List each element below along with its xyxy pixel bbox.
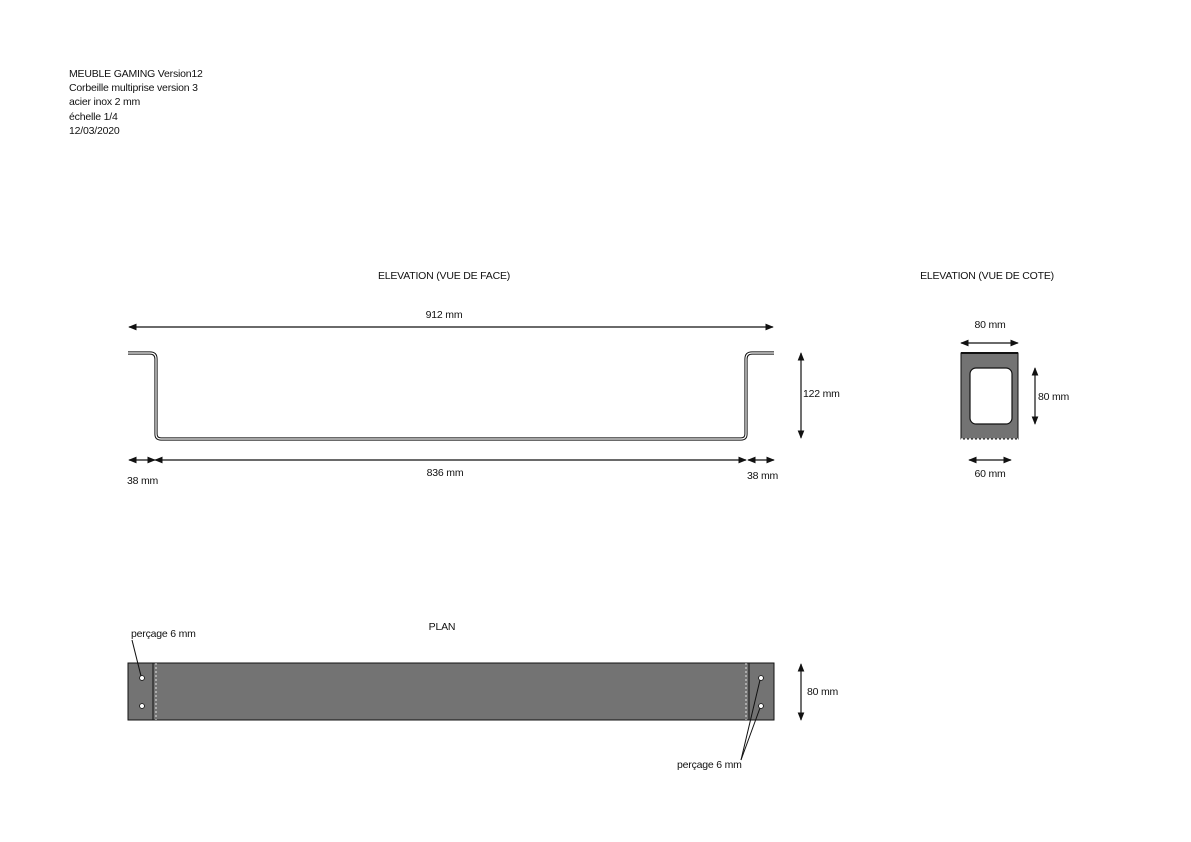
label-overall-width: 912 mm (425, 309, 463, 321)
title-material: acier inox 2 mm (69, 96, 141, 109)
front-elevation-title: ELEVATION (VUE DE FACE) (377, 270, 511, 282)
title-part: Corbeille multiprise version 3 (69, 82, 198, 95)
label-left-flange: 38 mm (127, 475, 159, 487)
leader-line-right (740, 707, 761, 761)
label-side-bottom-width: 60 mm (974, 468, 1006, 480)
title-project: MEUBLE GAMING Version12 (69, 68, 203, 80)
label-height: 122 mm (803, 388, 840, 400)
front-elevation-profile (128, 351, 774, 441)
title-date: 12/03/2020 (69, 124, 120, 137)
leader-line-left (131, 639, 142, 677)
side-elevation-title: ELEVATION (VUE DE COTE) (920, 270, 1054, 282)
side-elevation-part (960, 352, 1019, 440)
label-right-flange: 38 mm (747, 470, 779, 482)
drill-hole (758, 675, 764, 681)
label-plan-width: 80 mm (807, 686, 839, 698)
drill-hole (758, 703, 764, 709)
drill-hole (139, 675, 145, 681)
plan-title: PLAN (428, 621, 456, 633)
label-side-top-width: 80 mm (974, 319, 1006, 331)
label-inner-width: 836 mm (426, 467, 464, 479)
drill-hole (139, 703, 145, 709)
plan-view-part (127, 662, 775, 721)
label-drilling-right: perçage 6 mm (677, 759, 742, 771)
leader-line-right (740, 679, 761, 761)
label-side-height: 80 mm (1038, 391, 1070, 403)
label-drilling-left: perçage 6 mm (131, 628, 196, 640)
title-block: MEUBLE GAMING Version12 Corbeille multip… (69, 67, 203, 138)
title-scale: échelle 1/4 (69, 110, 118, 123)
